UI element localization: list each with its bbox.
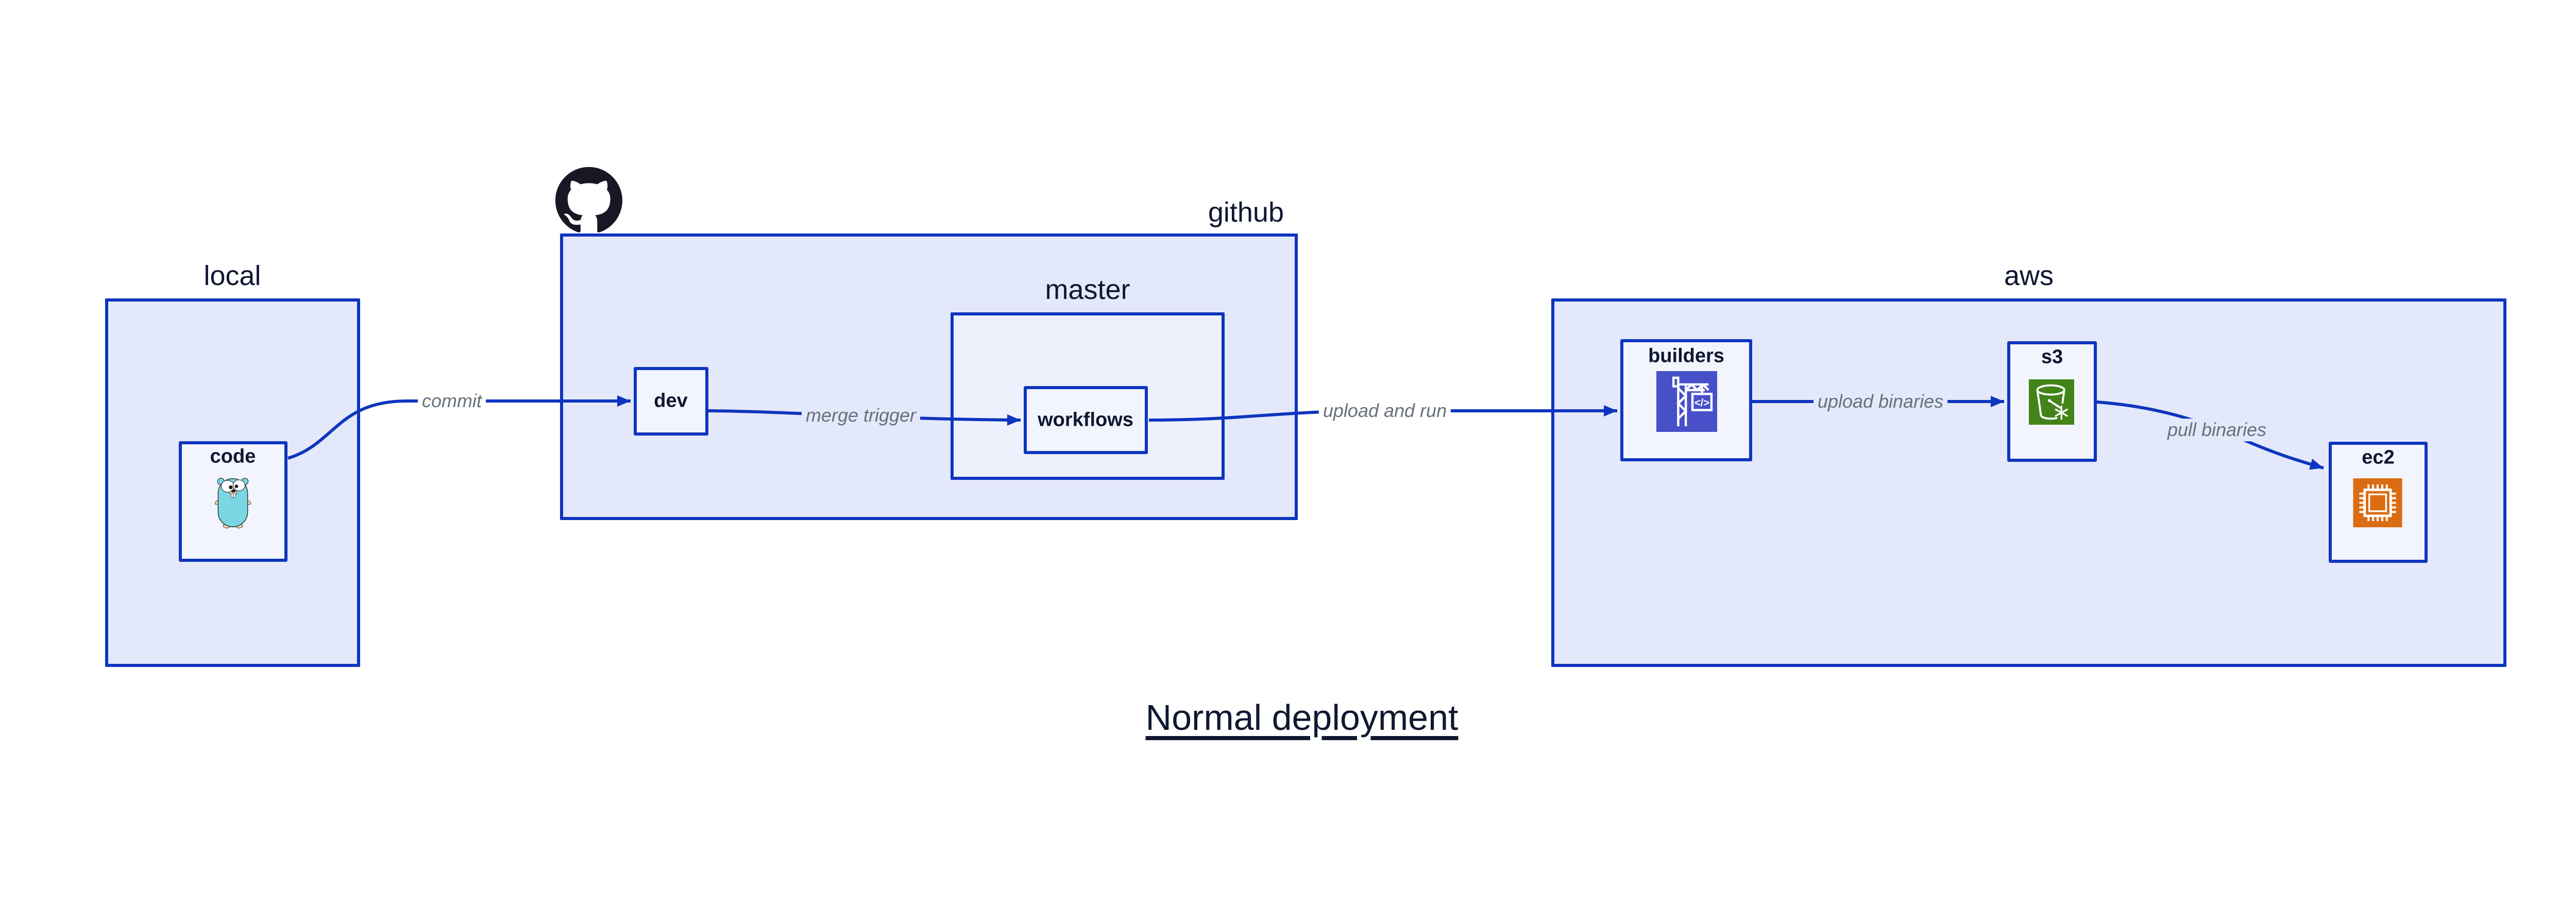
container-local-label: local [204, 260, 261, 291]
github-octocat-icon [555, 167, 622, 237]
edge-merge-trigger-label: merge trigger [801, 404, 921, 427]
edge-upload-binaries-label: upload binaries [1813, 390, 1948, 413]
codebuild-code-glyph: </> [1694, 397, 1709, 409]
node-s3-label: s3 [2041, 346, 2063, 368]
container-master-label: master [1045, 274, 1130, 305]
edge-upload-and-run-label: upload and run [1318, 399, 1451, 422]
container-aws-label: aws [2004, 260, 2054, 291]
diagram-title: Normal deployment [1145, 697, 1459, 738]
node-code-label: code [210, 445, 256, 467]
go-gopher-icon [214, 475, 252, 531]
node-builders-label: builders [1648, 345, 1724, 367]
node-dev-label: dev [654, 390, 688, 412]
node-dev [634, 367, 708, 436]
edge-commit-label: commit [418, 390, 486, 412]
edge-pull-binaries-label: pull binaries [2163, 419, 2271, 441]
node-workflows [1024, 386, 1148, 454]
ec2-chip-icon [2353, 478, 2402, 530]
node-workflows-label: workflows [1038, 409, 1133, 431]
container-github-label: github [1208, 197, 1284, 228]
codebuild-crane-icon: </> [1656, 371, 1717, 435]
node-ec2-label: ec2 [2362, 446, 2395, 469]
s3-bucket-icon [2028, 379, 2075, 427]
node-builders [1620, 339, 1752, 461]
